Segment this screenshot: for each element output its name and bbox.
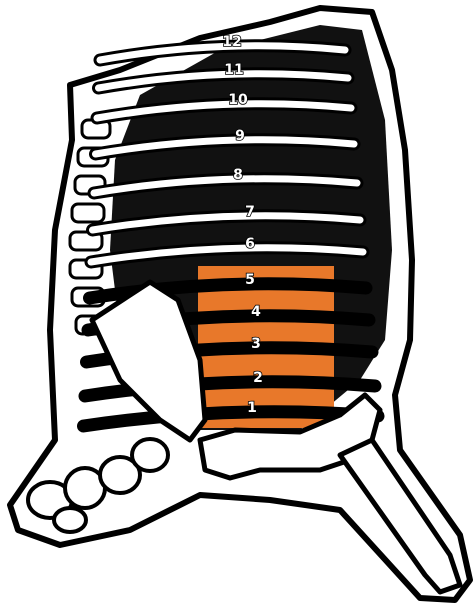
rib-number-label: 9 [235, 128, 245, 144]
rib-number-label: 11 [224, 62, 243, 78]
rib-number-label: 10 [228, 92, 248, 108]
rib-number-label: 1 [247, 400, 257, 416]
rib-number-label: 3 [251, 336, 261, 352]
rib-number-label: 12 [222, 34, 241, 50]
rib-number-label: 5 [245, 272, 255, 288]
rib-number-label: 2 [253, 370, 263, 386]
rib-number-label: 7 [245, 204, 255, 220]
rib-number-label: 4 [251, 304, 261, 320]
rib-number-label: 6 [245, 236, 255, 252]
rib-number-label: 8 [233, 167, 243, 183]
